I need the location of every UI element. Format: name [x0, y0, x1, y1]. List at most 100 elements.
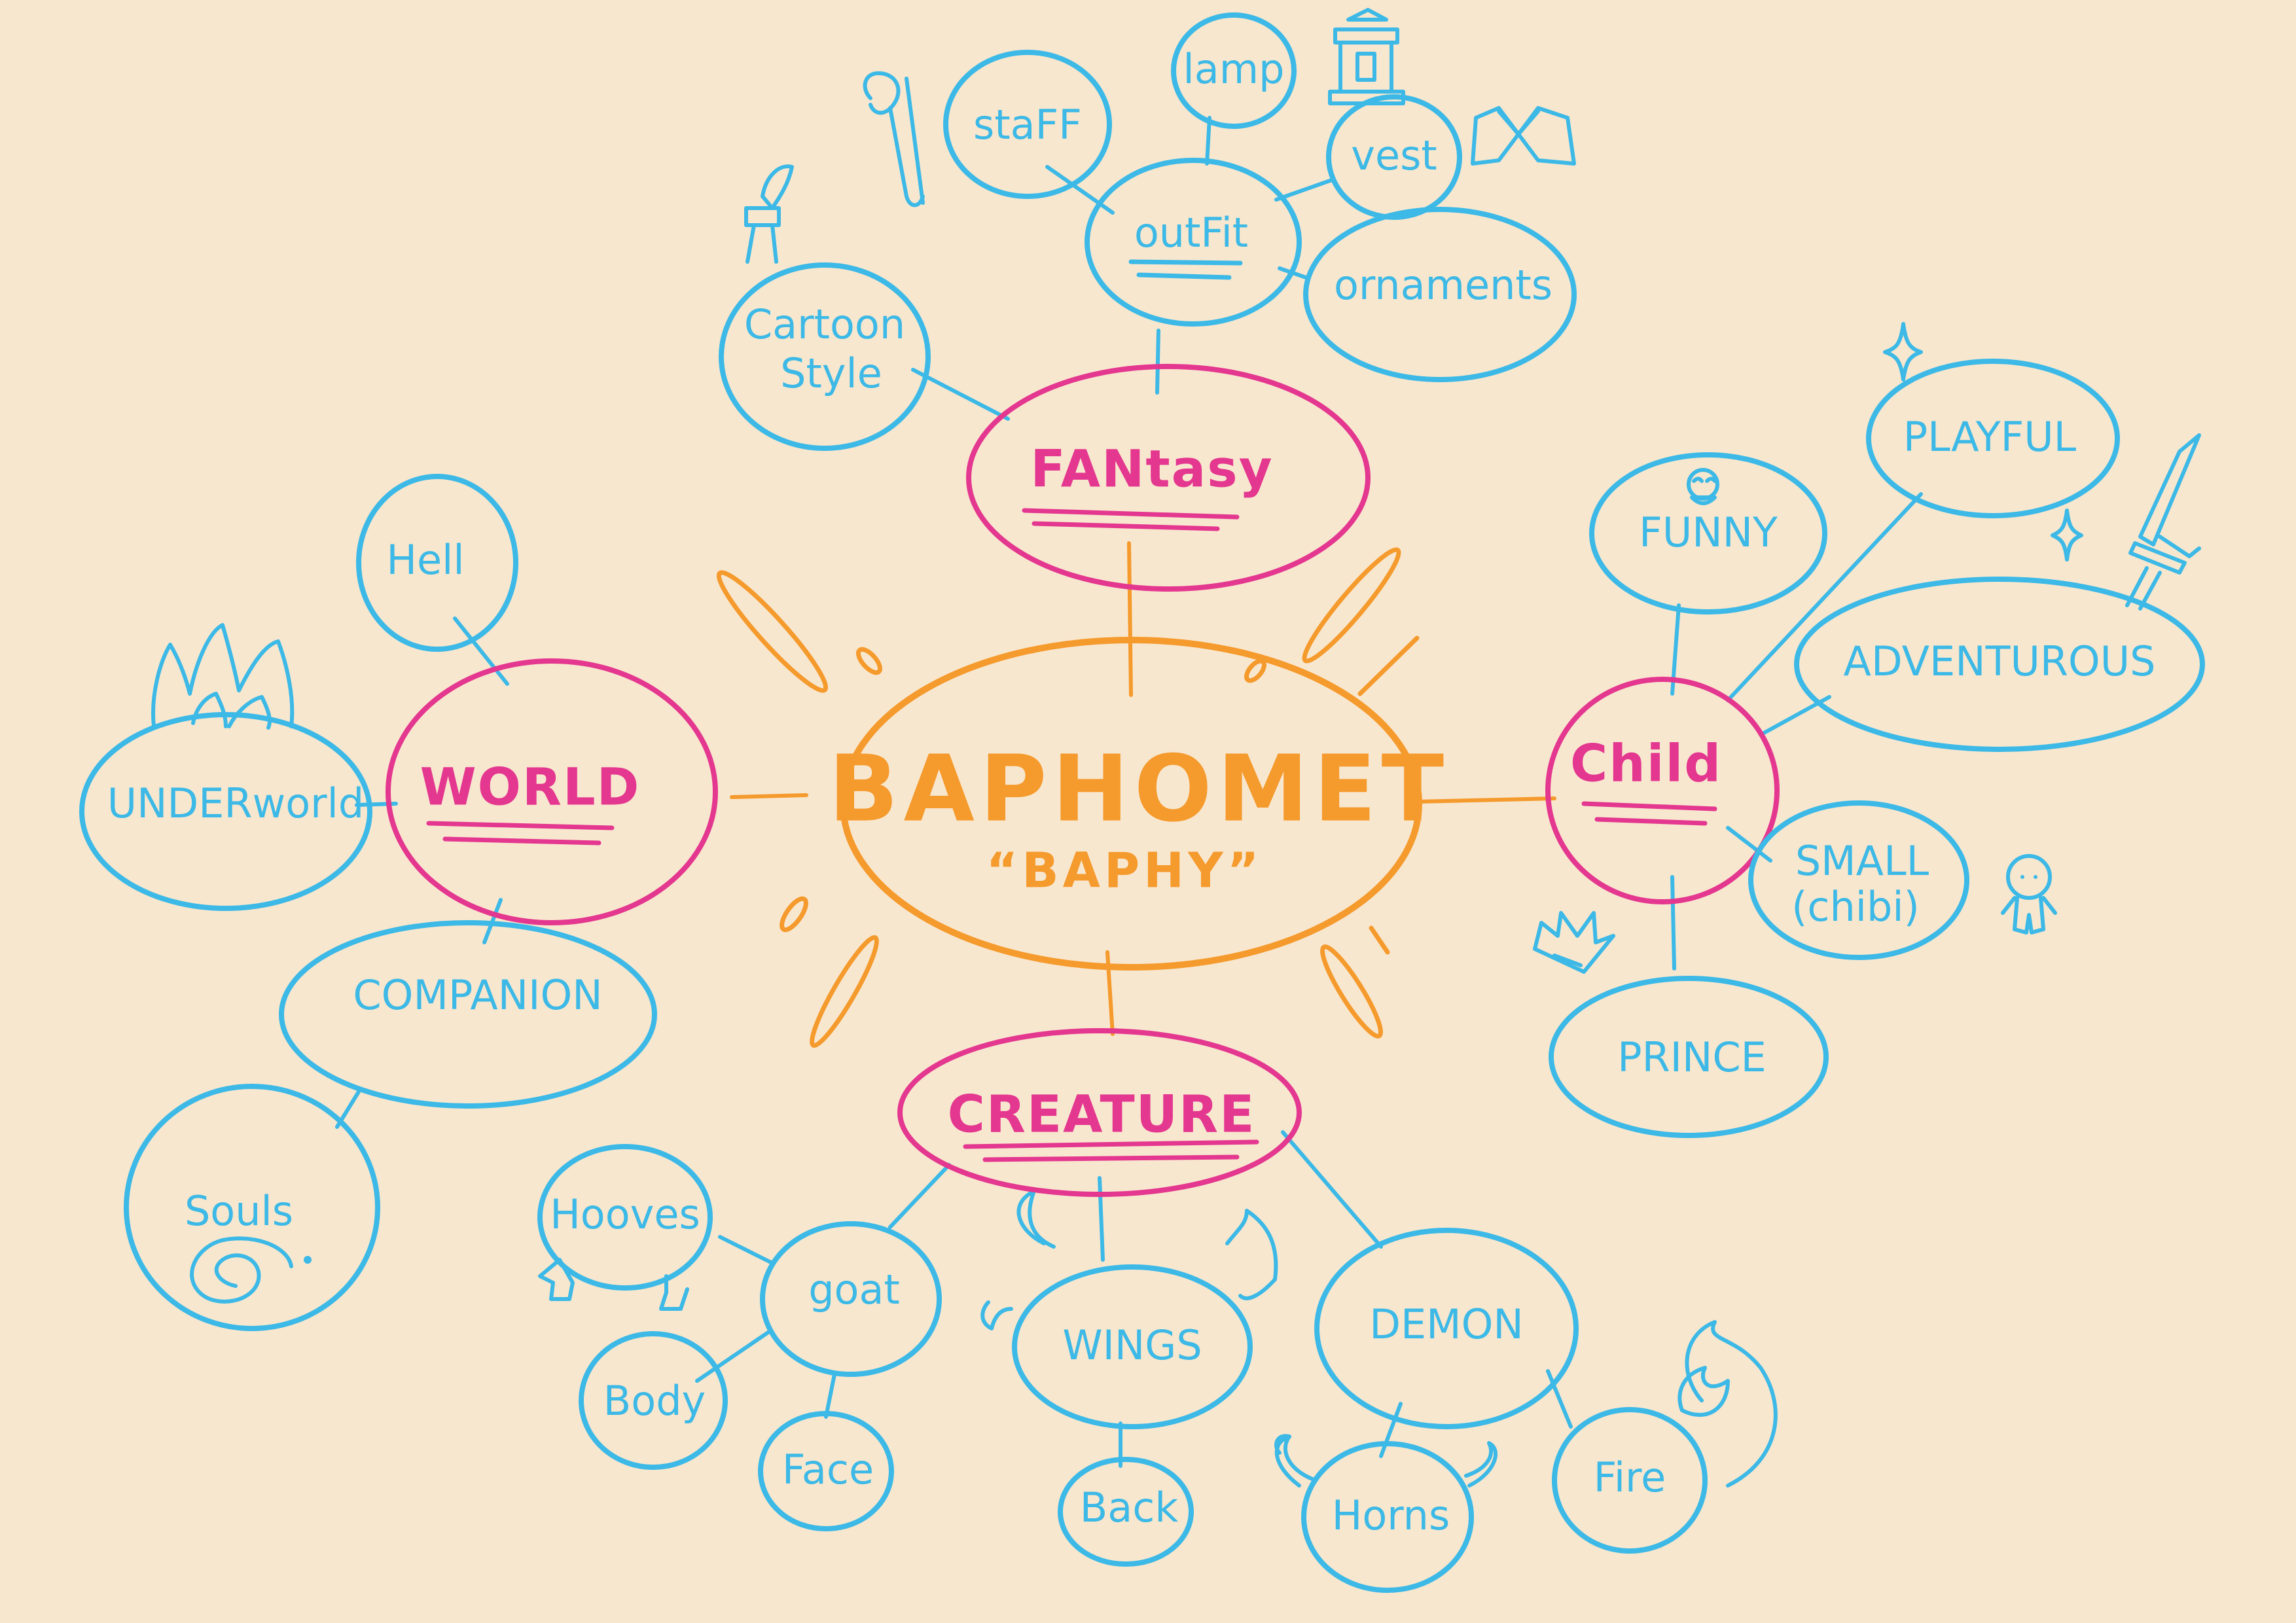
category-bubble [897, 1028, 1302, 1197]
leaf-hooves: Hooves [537, 1144, 713, 1291]
leaf-label-small-line2: (chibi) [1791, 883, 1920, 931]
leaf-bubble [943, 50, 1112, 199]
edge-demon-fire [1546, 1369, 1573, 1429]
leaf-underworld: UNDERworld [79, 712, 372, 911]
edge-demon-horns [1379, 1402, 1403, 1458]
leaf-prince: PRINCE [1549, 976, 1829, 1138]
leaf-ornaments: ornaments [1303, 207, 1577, 382]
leaf-label-souls: Souls [185, 1187, 293, 1235]
leaf-bubble [279, 920, 657, 1109]
leaf-bubble [1058, 1457, 1194, 1567]
leaf-bubble [356, 474, 518, 652]
edge-fantasy-outfit [1155, 329, 1160, 395]
leaf-goat: goat [760, 1221, 942, 1377]
leaf-label-wings: WINGS [1062, 1321, 1202, 1369]
leaf-label-funny: FUNNY [1639, 508, 1778, 556]
center-node: BAPHOMET “BAPHY” [829, 637, 1444, 971]
leaf-lamp: lamp [1171, 12, 1297, 129]
ray [1319, 944, 1384, 1039]
leaf-bubble [1552, 1407, 1708, 1554]
leaf-bubble [758, 1411, 894, 1531]
vest-sketch-icon [1471, 106, 1576, 166]
leaf-label-body: Body [603, 1377, 706, 1425]
leaf-label-face: Face [782, 1446, 874, 1493]
leaf-bubble [1794, 577, 2205, 752]
chibi-figure-icon [2001, 854, 2057, 935]
category-bubble [966, 364, 1371, 592]
category-underline [1022, 508, 1240, 531]
lantern-sketch-icon [1328, 8, 1405, 105]
leaf-label-fire: Fire [1594, 1454, 1666, 1501]
edge-creature-wings [1098, 1176, 1105, 1262]
leaf-label-ornaments: ornaments [1334, 261, 1552, 309]
center-rays [716, 547, 1420, 1048]
leaf-face: Face [758, 1411, 894, 1531]
leaf-label-hell: Hell [386, 536, 464, 584]
category-label-world: WORLD [420, 758, 641, 817]
leaf-label-companion: COMPANION [353, 971, 602, 1019]
edge-creature-goat [888, 1163, 951, 1229]
hoof-sketch-icon [538, 1258, 689, 1311]
leaf-label-demon: DEMON [1369, 1300, 1524, 1348]
leaf-back: Back [1058, 1457, 1194, 1567]
category-label-child: Child [1570, 734, 1722, 793]
leaf-label-hooves: Hooves [550, 1190, 700, 1238]
ray [1244, 658, 1266, 683]
category-bubble [1545, 677, 1780, 904]
category-label-creature: CREATURE [948, 1085, 1256, 1144]
edge-goat-body [695, 1330, 771, 1383]
leaf-funny: FUNNY [1589, 452, 1827, 615]
staff-sketch-icon [863, 71, 925, 207]
ray [1369, 925, 1390, 955]
ray [810, 935, 879, 1048]
leaf-label-playful: PLAYFUL [1903, 413, 2077, 461]
edge-world-hell [453, 616, 509, 686]
ray [1357, 635, 1420, 696]
leaf-underline [1128, 259, 1243, 280]
ray [856, 647, 882, 675]
category-node-creature: CREATURE [897, 1028, 1302, 1197]
leaf-bubble [1866, 359, 2120, 518]
edge-child-prince [1670, 875, 1676, 971]
leaf-bubble [719, 262, 931, 451]
sword-sketch-icon [2125, 433, 2201, 611]
edge-child-small [1726, 826, 1772, 863]
leaf-souls: Souls [124, 1084, 380, 1331]
leaf-bubble [537, 1144, 713, 1291]
leaf-cartoon-style: Cartoon Style [719, 262, 931, 451]
leaf-label-underworld: UNDERworld [107, 779, 364, 827]
leaf-bubble [1589, 452, 1827, 615]
edge-center-world [730, 793, 808, 799]
leaf-small: SMALL (chibi) [1748, 800, 1969, 960]
leaf-fire: Fire [1552, 1407, 1708, 1554]
edge-fantasy-cartoon-style [911, 368, 1010, 421]
edge-outfit-lamp [1205, 116, 1211, 166]
leaf-outfit: outFit [1085, 158, 1302, 327]
smiley-face-icon [1687, 468, 1719, 505]
category-label-fantasy: FANtasy [1030, 440, 1273, 499]
leaf-body: Body [579, 1331, 728, 1470]
leaf-label-vest: vest [1351, 132, 1437, 179]
category-node-world: WORLD [386, 658, 718, 925]
sparkle-icon [1883, 322, 2083, 562]
leaf-bubble [79, 712, 372, 911]
leaf-vest: vest [1326, 94, 1462, 220]
leaf-bubble [1303, 207, 1577, 382]
leaf-bubble [1748, 800, 1969, 960]
category-underline [426, 821, 615, 846]
horn-sketch-icon [1274, 1434, 1498, 1488]
leaf-label-goat: goat [808, 1266, 900, 1313]
category-underline [963, 1139, 1259, 1162]
leaf-label-cartoon-style-line1: Cartoon [744, 300, 905, 348]
center-bubble [840, 637, 1422, 971]
leaf-label-small-line1: SMALL [1795, 837, 1929, 885]
leaf-staff: staFF [943, 50, 1112, 199]
leaf-hell: Hell [356, 474, 518, 652]
leaf-horns: Horns [1301, 1441, 1474, 1593]
edge-goat-face [824, 1372, 836, 1419]
edge-creature-demon [1281, 1130, 1383, 1249]
leaf-demon: DEMON [1314, 1228, 1579, 1429]
leaf-adventurous: ADVENTUROUS [1794, 577, 2205, 752]
leaf-bubble [760, 1221, 942, 1377]
